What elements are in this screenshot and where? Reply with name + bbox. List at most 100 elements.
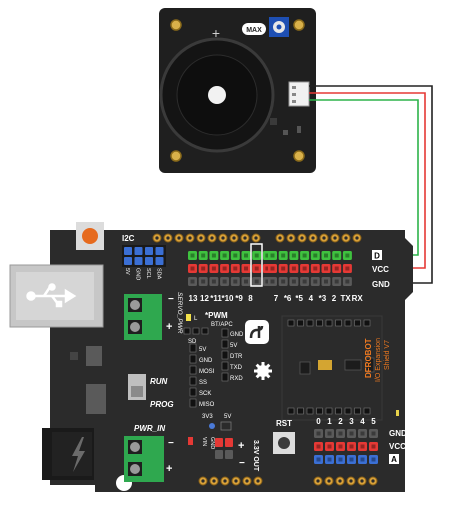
analog-pin-vcc-hole bbox=[360, 444, 365, 449]
sd-pin bbox=[189, 398, 197, 408]
gold-pin-hole bbox=[201, 479, 205, 483]
gold-pin-hole bbox=[199, 236, 203, 240]
digital-pin-signal-hole bbox=[334, 253, 339, 258]
digital-pin-signal-hole bbox=[345, 253, 350, 258]
digital-pin-gnd-hole bbox=[201, 279, 206, 284]
chip-header-pin bbox=[335, 319, 342, 327]
analog-pin-signal-hole bbox=[316, 457, 321, 462]
analog-pin-signal-hole bbox=[371, 457, 376, 462]
bt-pin bbox=[221, 339, 229, 349]
digital-pin-label: *6 bbox=[284, 294, 292, 303]
sd-pin-label: SCK bbox=[199, 391, 211, 397]
digital-pin-gnd bbox=[268, 277, 277, 286]
gold-pin-hole bbox=[322, 236, 326, 240]
digital-pin-vcc-hole bbox=[324, 266, 328, 271]
digital-pin-signal-hole bbox=[324, 253, 328, 258]
prog-label: PROG bbox=[150, 400, 174, 409]
gold-header-top bbox=[152, 233, 362, 243]
speaker-plus-label: + bbox=[212, 25, 220, 41]
digital-pin-gnd bbox=[332, 277, 342, 286]
chip-component bbox=[344, 359, 362, 371]
analog-pin-label: 5 bbox=[371, 417, 376, 426]
dfrobot-logo-mark bbox=[249, 325, 264, 339]
rst-button[interactable] bbox=[278, 437, 290, 449]
analog-a-label: A bbox=[391, 455, 397, 464]
gold-pin-hole bbox=[371, 479, 375, 483]
brand-line2: I/O Expansion bbox=[375, 338, 382, 382]
gold-pin-hole bbox=[177, 236, 181, 240]
digital-pin-vcc bbox=[230, 264, 240, 273]
digital-pin-signal bbox=[300, 251, 310, 260]
digital-pin-vcc-hole bbox=[281, 266, 286, 271]
chip-component bbox=[299, 361, 311, 375]
analog-pin-vcc bbox=[336, 442, 345, 451]
analog-pin-signal bbox=[369, 455, 378, 464]
sd-pin bbox=[189, 365, 197, 375]
digital-pin-vcc bbox=[252, 264, 262, 273]
bt-pin bbox=[221, 372, 229, 382]
sd-pin-label: MISO bbox=[199, 402, 215, 408]
bt-pin bbox=[221, 350, 229, 360]
sd-pin-label: 5V bbox=[199, 347, 206, 353]
digital-pin-gnd bbox=[220, 277, 230, 286]
digital-pin-vcc-hole bbox=[244, 266, 248, 271]
gold-pin-hole bbox=[232, 236, 236, 240]
chip-header-pin bbox=[354, 319, 361, 327]
servo-plus: + bbox=[166, 321, 172, 333]
reset-button[interactable] bbox=[82, 228, 98, 244]
chip-header-pin bbox=[287, 407, 295, 415]
i2c-pin bbox=[134, 247, 143, 255]
analog-a-box bbox=[389, 454, 399, 464]
gear-icon bbox=[254, 362, 272, 380]
chip-header-pin bbox=[297, 407, 304, 415]
chip-header-pin bbox=[306, 407, 314, 415]
analog-pin-gnd bbox=[347, 429, 356, 438]
max-label: MAX bbox=[246, 27, 262, 34]
analog-pin-signal-hole bbox=[360, 457, 365, 462]
gold-pin-hole bbox=[327, 479, 331, 483]
i2c-pin-label: 5V bbox=[124, 268, 130, 275]
digital-pin-gnd-hole bbox=[313, 279, 318, 284]
digital-pin-gnd bbox=[300, 277, 310, 286]
digital-pin-signal-hole bbox=[222, 253, 227, 258]
vin-label: VIN bbox=[201, 437, 207, 446]
digital-pin-gnd bbox=[278, 277, 288, 286]
analog-pin-gnd bbox=[336, 429, 345, 438]
digital-pin-gnd bbox=[289, 277, 299, 286]
chip-outline bbox=[281, 315, 383, 421]
digital-pin-vcc-hole bbox=[313, 266, 318, 271]
analog-pin-signal bbox=[325, 455, 334, 464]
digital-pin-vcc bbox=[198, 264, 208, 273]
chip-header-pin bbox=[354, 407, 361, 415]
digital-pin-signal-hole bbox=[211, 253, 216, 258]
chip-header-pin bbox=[363, 319, 371, 327]
digital-pin-vcc bbox=[342, 264, 352, 273]
digital-pin-label: *10 bbox=[221, 294, 234, 303]
chip-header-pin bbox=[316, 319, 323, 327]
digital-pin-gnd bbox=[252, 277, 262, 286]
digital-pin-vcc bbox=[209, 264, 219, 273]
digital-pin-signal bbox=[188, 251, 197, 260]
speaker-module: + MAX bbox=[159, 8, 316, 173]
analog-pin-label: 0 bbox=[316, 417, 321, 426]
digital-pin-gnd-hole bbox=[211, 279, 216, 284]
bt-pin-label: 5V bbox=[230, 343, 237, 349]
brand-line3: Shield V7 bbox=[384, 340, 391, 370]
row-label-gnd: GND bbox=[372, 280, 390, 289]
switch-slider bbox=[131, 386, 143, 397]
volume-knob[interactable] bbox=[269, 17, 289, 37]
digital-pin-vcc bbox=[332, 264, 342, 273]
digital-pin-gnd-hole bbox=[302, 279, 307, 284]
speaker-connector-pin bbox=[292, 86, 296, 89]
digital-pin-signal-hole bbox=[265, 253, 270, 258]
sd-label: SD bbox=[188, 339, 197, 345]
gold-pin-hole bbox=[166, 236, 170, 240]
analog-pin-vcc bbox=[347, 442, 356, 451]
digital-pin-vcc bbox=[220, 264, 230, 273]
digital-pin-label: *3 bbox=[319, 294, 327, 303]
volt-jumper[interactable] bbox=[209, 423, 215, 429]
digital-pin-label: 13 bbox=[189, 294, 198, 303]
usb-icon bbox=[26, 283, 77, 308]
bt-pin-label: RXD bbox=[230, 376, 243, 382]
